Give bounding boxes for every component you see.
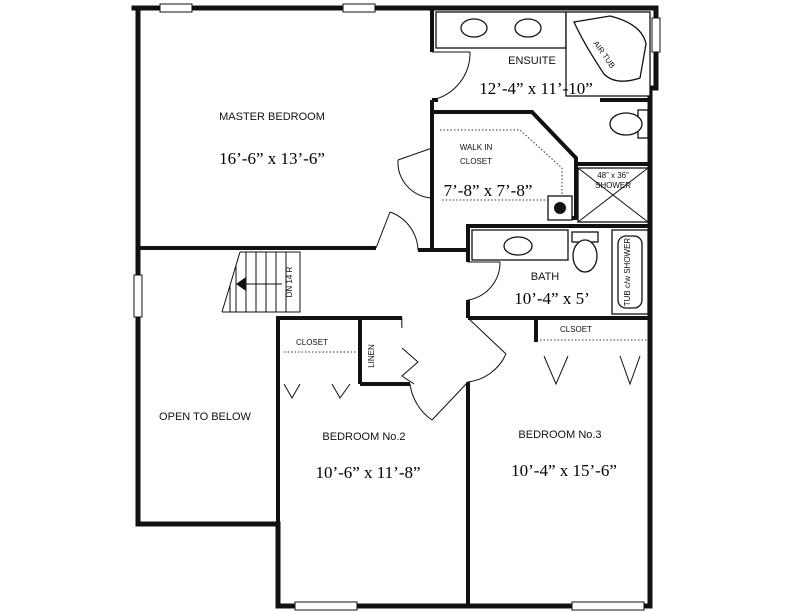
window [159,3,193,13]
ensuite-label: ENSUITE [508,55,556,67]
window [571,601,645,611]
drain-icon [554,202,566,214]
closet-bed2-label: CLOSET [296,338,328,347]
window [133,274,143,318]
sink-icon [514,18,542,38]
bedroom3-label: BEDROOM No.3 [518,429,601,441]
stairs [221,251,301,313]
linen-label: LINEN [367,344,376,368]
fixtures [435,11,651,315]
closet-rods [284,129,648,353]
door-swings [283,51,641,421]
walk-in-closet-label: WALK IN [460,143,493,152]
walk-in-closet-label-2: CLOSET [460,157,492,166]
bedroom2-dimensions: 10’-6” x 11’-8” [315,463,420,482]
shower-label: SHOWER [595,181,631,190]
master-bedroom-label: MASTER BEDROOM [219,111,325,123]
sink-icon [460,18,488,38]
closet-bed3-label: CLSOET [560,325,592,334]
bedroom3-dimensions: 10’-4” x 15’-6” [511,461,617,480]
windows [133,3,661,611]
stairs-label: DN 14 R [285,266,294,297]
window [294,601,358,611]
toilet-icon [571,231,599,273]
toilet-icon [609,109,649,139]
master-bedroom-dimensions: 16’-6” x 13’-6” [219,149,325,168]
room-labels: MASTER BEDROOM 16’-6” x 13’-6” ENSUITE 1… [159,55,617,482]
window [342,3,376,13]
ensuite-dimensions: 12’-4” x 11’-10” [479,79,593,98]
sink-icon [503,236,533,256]
open-to-below-label: OPEN TO BELOW [159,411,252,423]
stair-arrow-icon [236,277,246,291]
shower-size-label: 48” x 36” [597,171,629,180]
walk-in-closet-dimensions: 7’-8” x 7’-8” [444,181,533,200]
vanity-counter [435,11,567,49]
window [651,17,661,53]
bedroom2-label: BEDROOM No.2 [322,431,405,443]
bath-label: BATH [531,271,560,283]
interior-walls [138,8,650,606]
bath-dimensions: 10’-4” x 5’ [514,289,590,308]
tub-shower-label: TUB c/w SHOWER [623,238,632,307]
